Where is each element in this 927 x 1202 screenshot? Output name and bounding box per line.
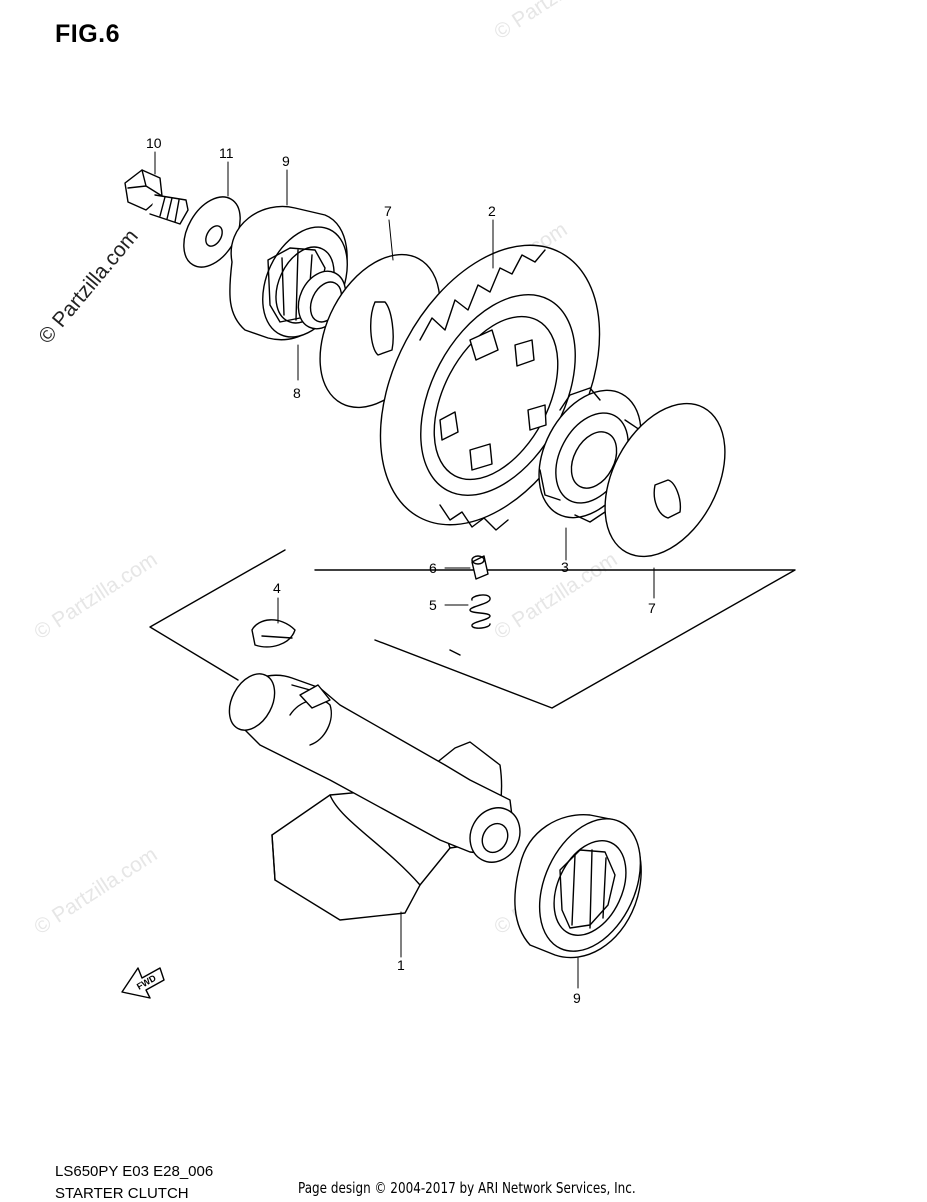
watermark-text: © Partzilla.com (30, 548, 161, 644)
model-code: LS650PY E03 E28_006 (55, 1163, 214, 1180)
callout-7-lower: 7 (648, 600, 656, 616)
part-1-crankshaft (228, 673, 521, 921)
callout-5: 5 (429, 597, 437, 613)
assembly-outline (149, 549, 796, 709)
watermark-text: © Partzilla.com (490, 548, 621, 644)
callout-2: 2 (488, 203, 496, 219)
leader-lines (154, 151, 655, 989)
part-10-bolt (124, 169, 189, 225)
callout-9-lower: 9 (573, 990, 581, 1006)
watermark-text: © Partzilla.com (34, 225, 143, 348)
part-9-bearing-lower (514, 813, 642, 959)
part-7-washer-lower (604, 402, 726, 558)
fwd-direction-arrow (121, 967, 165, 999)
watermark-text: © Partzilla.com (30, 843, 161, 939)
callout-1: 1 (397, 957, 405, 973)
section-name: STARTER CLUTCH (55, 1185, 189, 1202)
callout-3: 3 (561, 559, 569, 575)
figure-label: FIG.6 (55, 20, 121, 48)
callout-10: 10 (146, 135, 162, 151)
watermark-text: © Partzilla.com (490, 0, 621, 44)
callout-8: 8 (293, 385, 301, 401)
copyright-notice: Page design © 2004-2017 by ARI Network S… (298, 1179, 636, 1197)
callout-7-top: 7 (384, 203, 392, 219)
callout-6: 6 (429, 560, 437, 576)
callout-numbers: 10 11 9 7 2 8 3 7 6 5 4 1 9 (146, 135, 656, 1006)
part-4-key (251, 619, 296, 648)
part-5-spring (469, 594, 491, 629)
part-6-roller (471, 555, 489, 580)
callout-9-top: 9 (282, 153, 290, 169)
callout-4: 4 (273, 580, 281, 596)
callout-11: 11 (219, 145, 234, 161)
